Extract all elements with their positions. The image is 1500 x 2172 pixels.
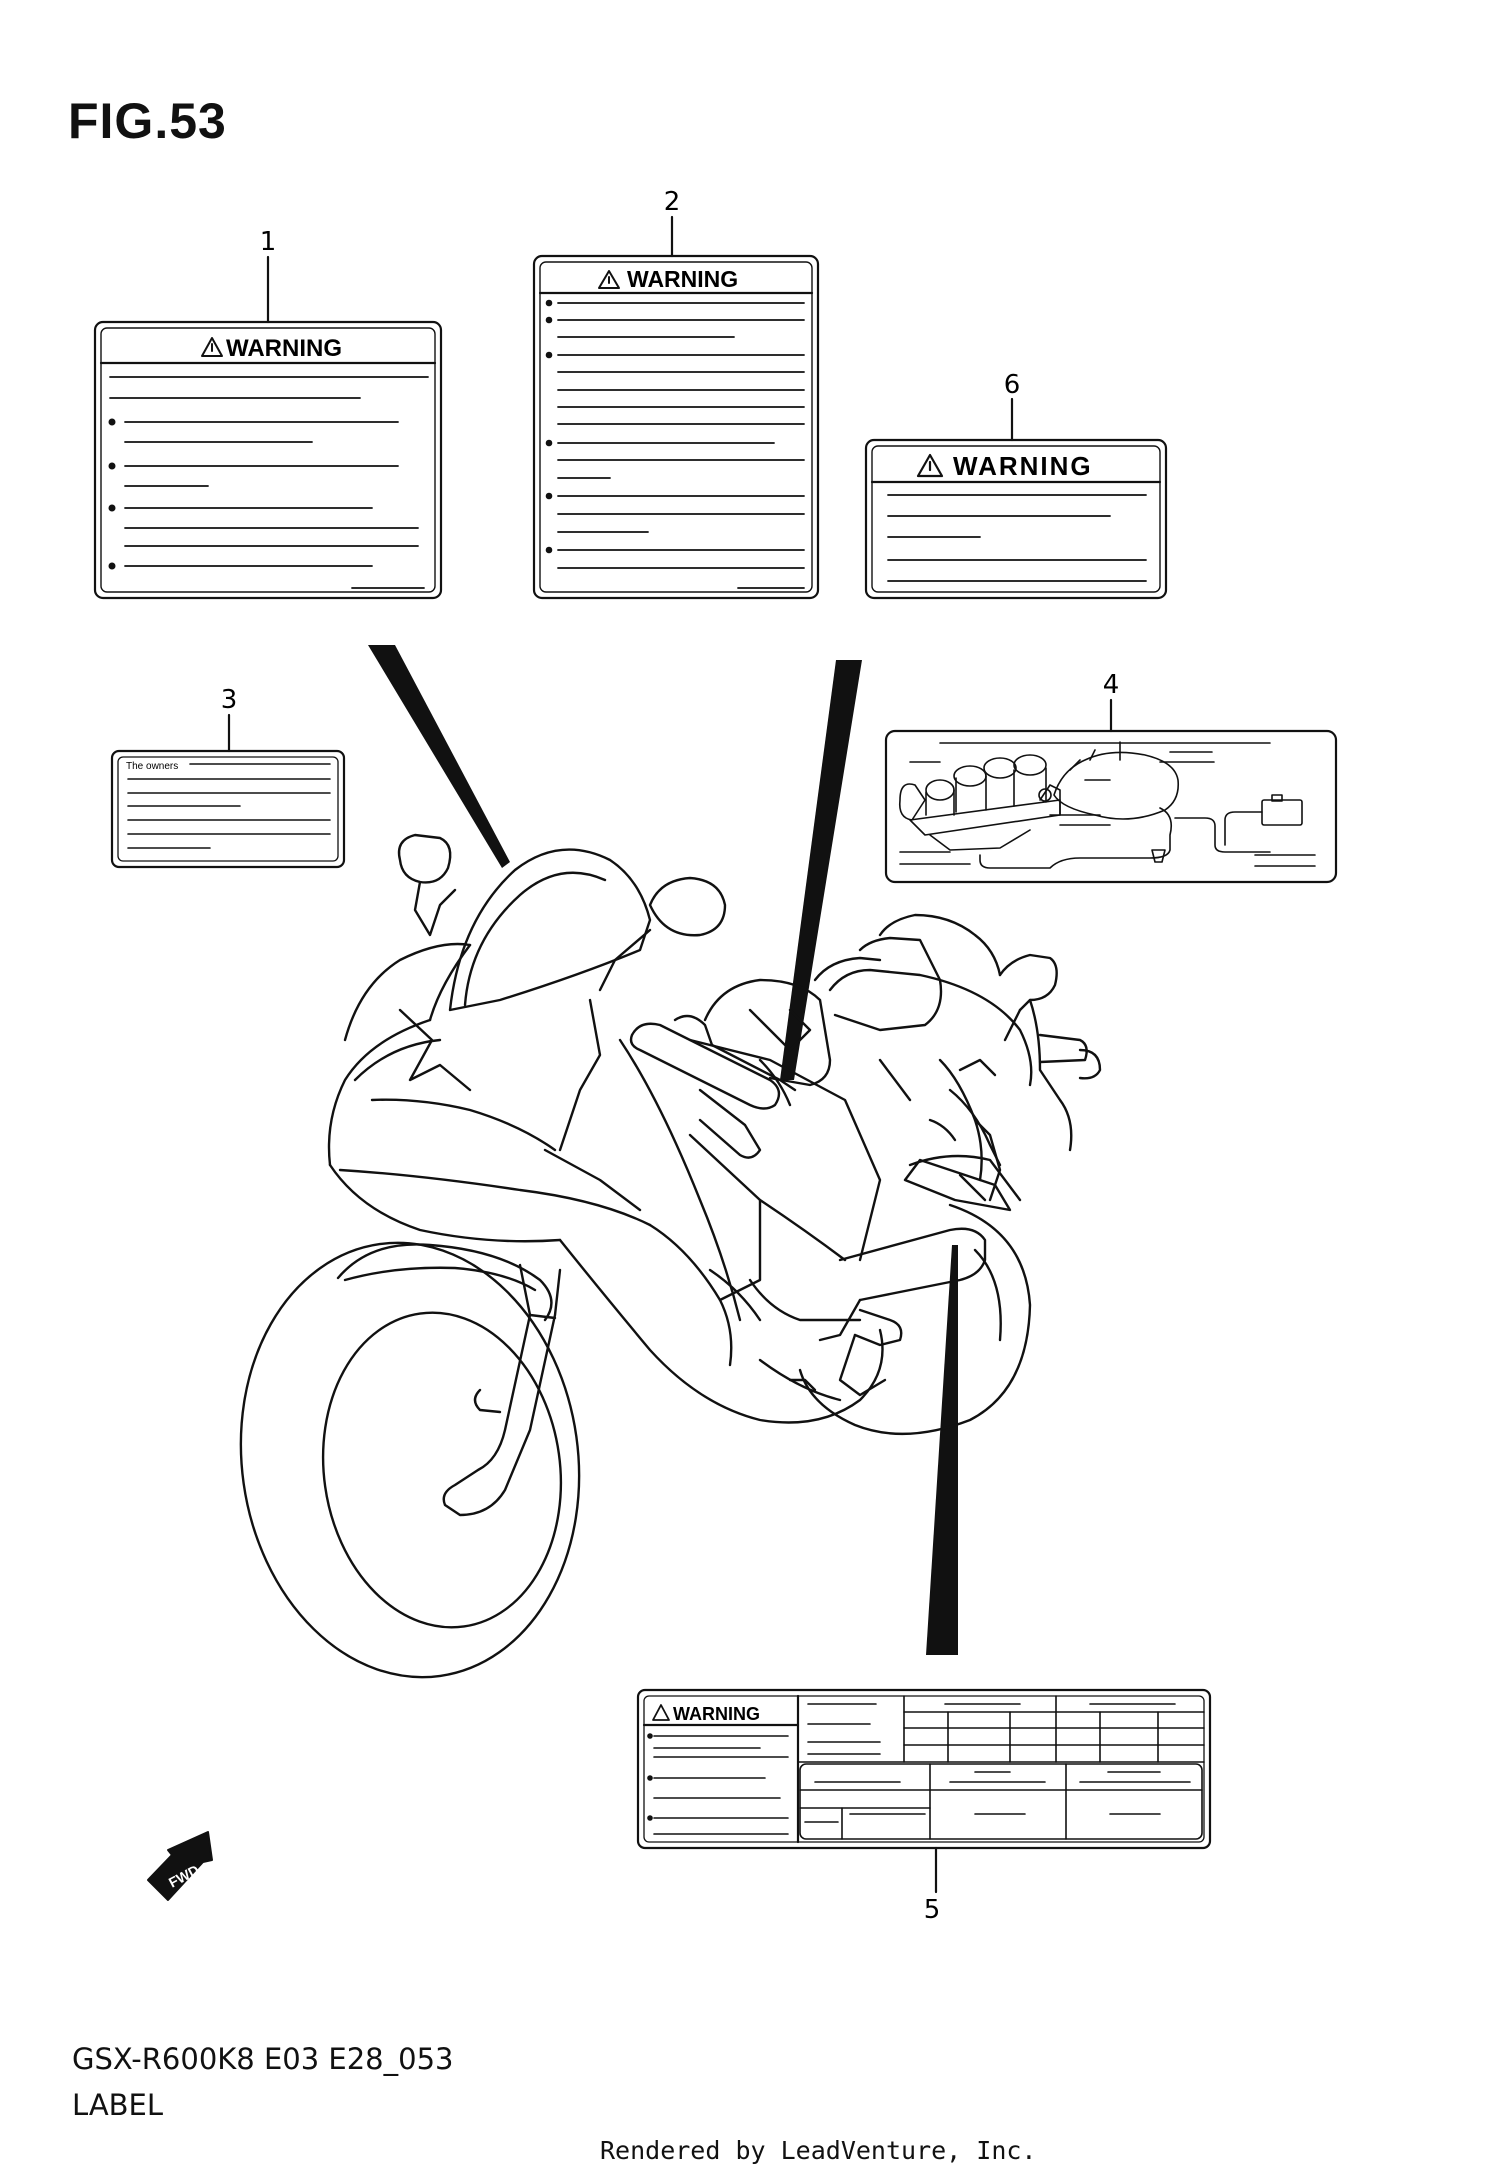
label-4[interactable] [884,698,1338,884]
render-credit: Rendered by LeadVenture, Inc. [600,2136,1037,2165]
label-1-heading: WARNING [226,335,342,362]
label-6[interactable] [864,397,1168,600]
label-3-heading: The owners [126,761,178,772]
label-5[interactable] [636,1688,1212,1894]
warning-triangle-icon [598,270,620,289]
label-6-outline [864,438,1168,600]
callout-numbers: 1 2 3 4 5 6 [221,187,1120,1925]
callout-number-6[interactable]: 6 [1004,370,1021,400]
label-4-outline [884,729,1338,884]
callout-number-5[interactable]: 5 [924,1895,941,1925]
pointer-label-5 [926,1245,958,1655]
callout-number-2[interactable]: 2 [664,187,681,217]
warning-triangle-icon [916,453,944,478]
section-name: LABEL [72,2088,164,2122]
motorcycle-outline [239,833,1102,1679]
pointer-label-1 [368,645,510,868]
label-1[interactable] [93,255,443,600]
label-1-outline [93,320,443,600]
label-2-outline [532,254,820,600]
label-5-heading: WARNING [673,1704,760,1724]
location-pointers [368,645,958,1655]
label-5-outline [636,1688,1212,1850]
label-3[interactable] [110,713,346,869]
label-6-heading: WARNING [953,451,1093,481]
warning-triangle-icon [201,337,223,357]
fwd-arrow-icon [147,1831,213,1901]
throttle-body-sketch [898,741,1316,869]
label-3-outline [110,749,346,869]
pointer-label-2 [780,660,862,1080]
label-2-heading: WARNING [627,266,738,292]
callout-number-4[interactable]: 4 [1103,670,1120,700]
figure-title: FIG.53 [68,93,227,149]
callout-number-1[interactable]: 1 [260,227,277,257]
warning-triangle-icon [652,1704,670,1721]
label-2[interactable] [532,215,820,600]
model-code: GSX-R600K8 E03 E28_053 [72,2042,454,2076]
label-headings: WARNING WARNING The owners WARNING WARNI… [126,266,1093,1724]
callout-number-3[interactable]: 3 [221,685,238,715]
